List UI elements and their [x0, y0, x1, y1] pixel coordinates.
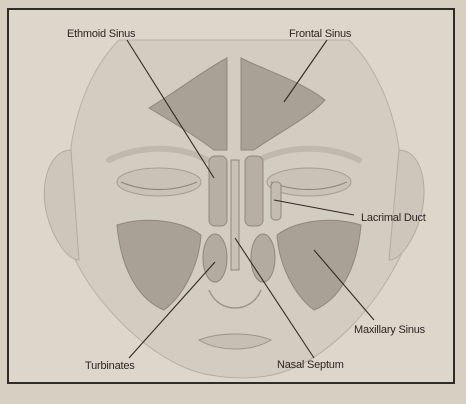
- turbinate-left: [203, 234, 227, 282]
- nasal-septum: [231, 160, 239, 270]
- ethmoid-sinus-right: [245, 156, 263, 226]
- turbinate-right: [251, 234, 275, 282]
- left-eye: [117, 168, 201, 196]
- label-turbinates: Turbinates: [85, 360, 135, 372]
- diagram-frame: Ethmoid Sinus Frontal Sinus Lacrimal Duc…: [7, 8, 455, 384]
- ethmoid-sinus-left: [209, 156, 227, 226]
- label-frontal-sinus: Frontal Sinus: [289, 28, 351, 40]
- label-maxillary-sinus: Maxillary Sinus: [354, 324, 425, 336]
- label-lacrimal-duct: Lacrimal Duct: [361, 212, 426, 224]
- label-ethmoid-sinus: Ethmoid Sinus: [67, 28, 135, 40]
- label-nasal-septum: Nasal Septum: [277, 359, 344, 371]
